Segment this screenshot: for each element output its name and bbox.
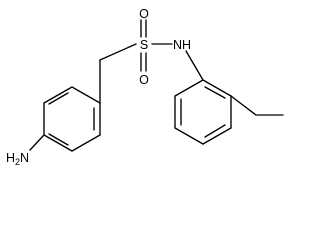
bond (43, 86, 73, 104)
double-bond-inner (48, 92, 69, 105)
bond (71, 86, 101, 104)
bond-ring-methyl (230, 95, 257, 116)
aminophenyl-ring (43, 86, 101, 152)
structure-diagram: O S O NH H2N (6, 7, 284, 167)
bond (202, 79, 232, 97)
sulfonamide-nh-label: NH (173, 38, 191, 52)
bond (174, 79, 204, 97)
tolyl-ring (174, 79, 232, 145)
bond-ch2-s (99, 43, 137, 61)
double-bond-inner (204, 86, 226, 99)
amine-h: H (6, 151, 15, 165)
bond-c-nh2 (29, 134, 45, 151)
amine-subscript: 2 (15, 157, 20, 167)
bond (202, 127, 232, 145)
bond-n-ring (185, 50, 204, 81)
sulfur-label: S (140, 38, 148, 52)
oxygen-bottom-label: O (139, 73, 149, 87)
oxygen-top-label: O (139, 7, 149, 21)
bond (174, 127, 204, 145)
bond (71, 134, 101, 152)
double-bond-inner (204, 124, 226, 138)
amine-label: H2N (6, 151, 29, 167)
double-bond-inner (48, 133, 69, 146)
amine-n: N (20, 151, 29, 165)
bond (43, 134, 73, 152)
